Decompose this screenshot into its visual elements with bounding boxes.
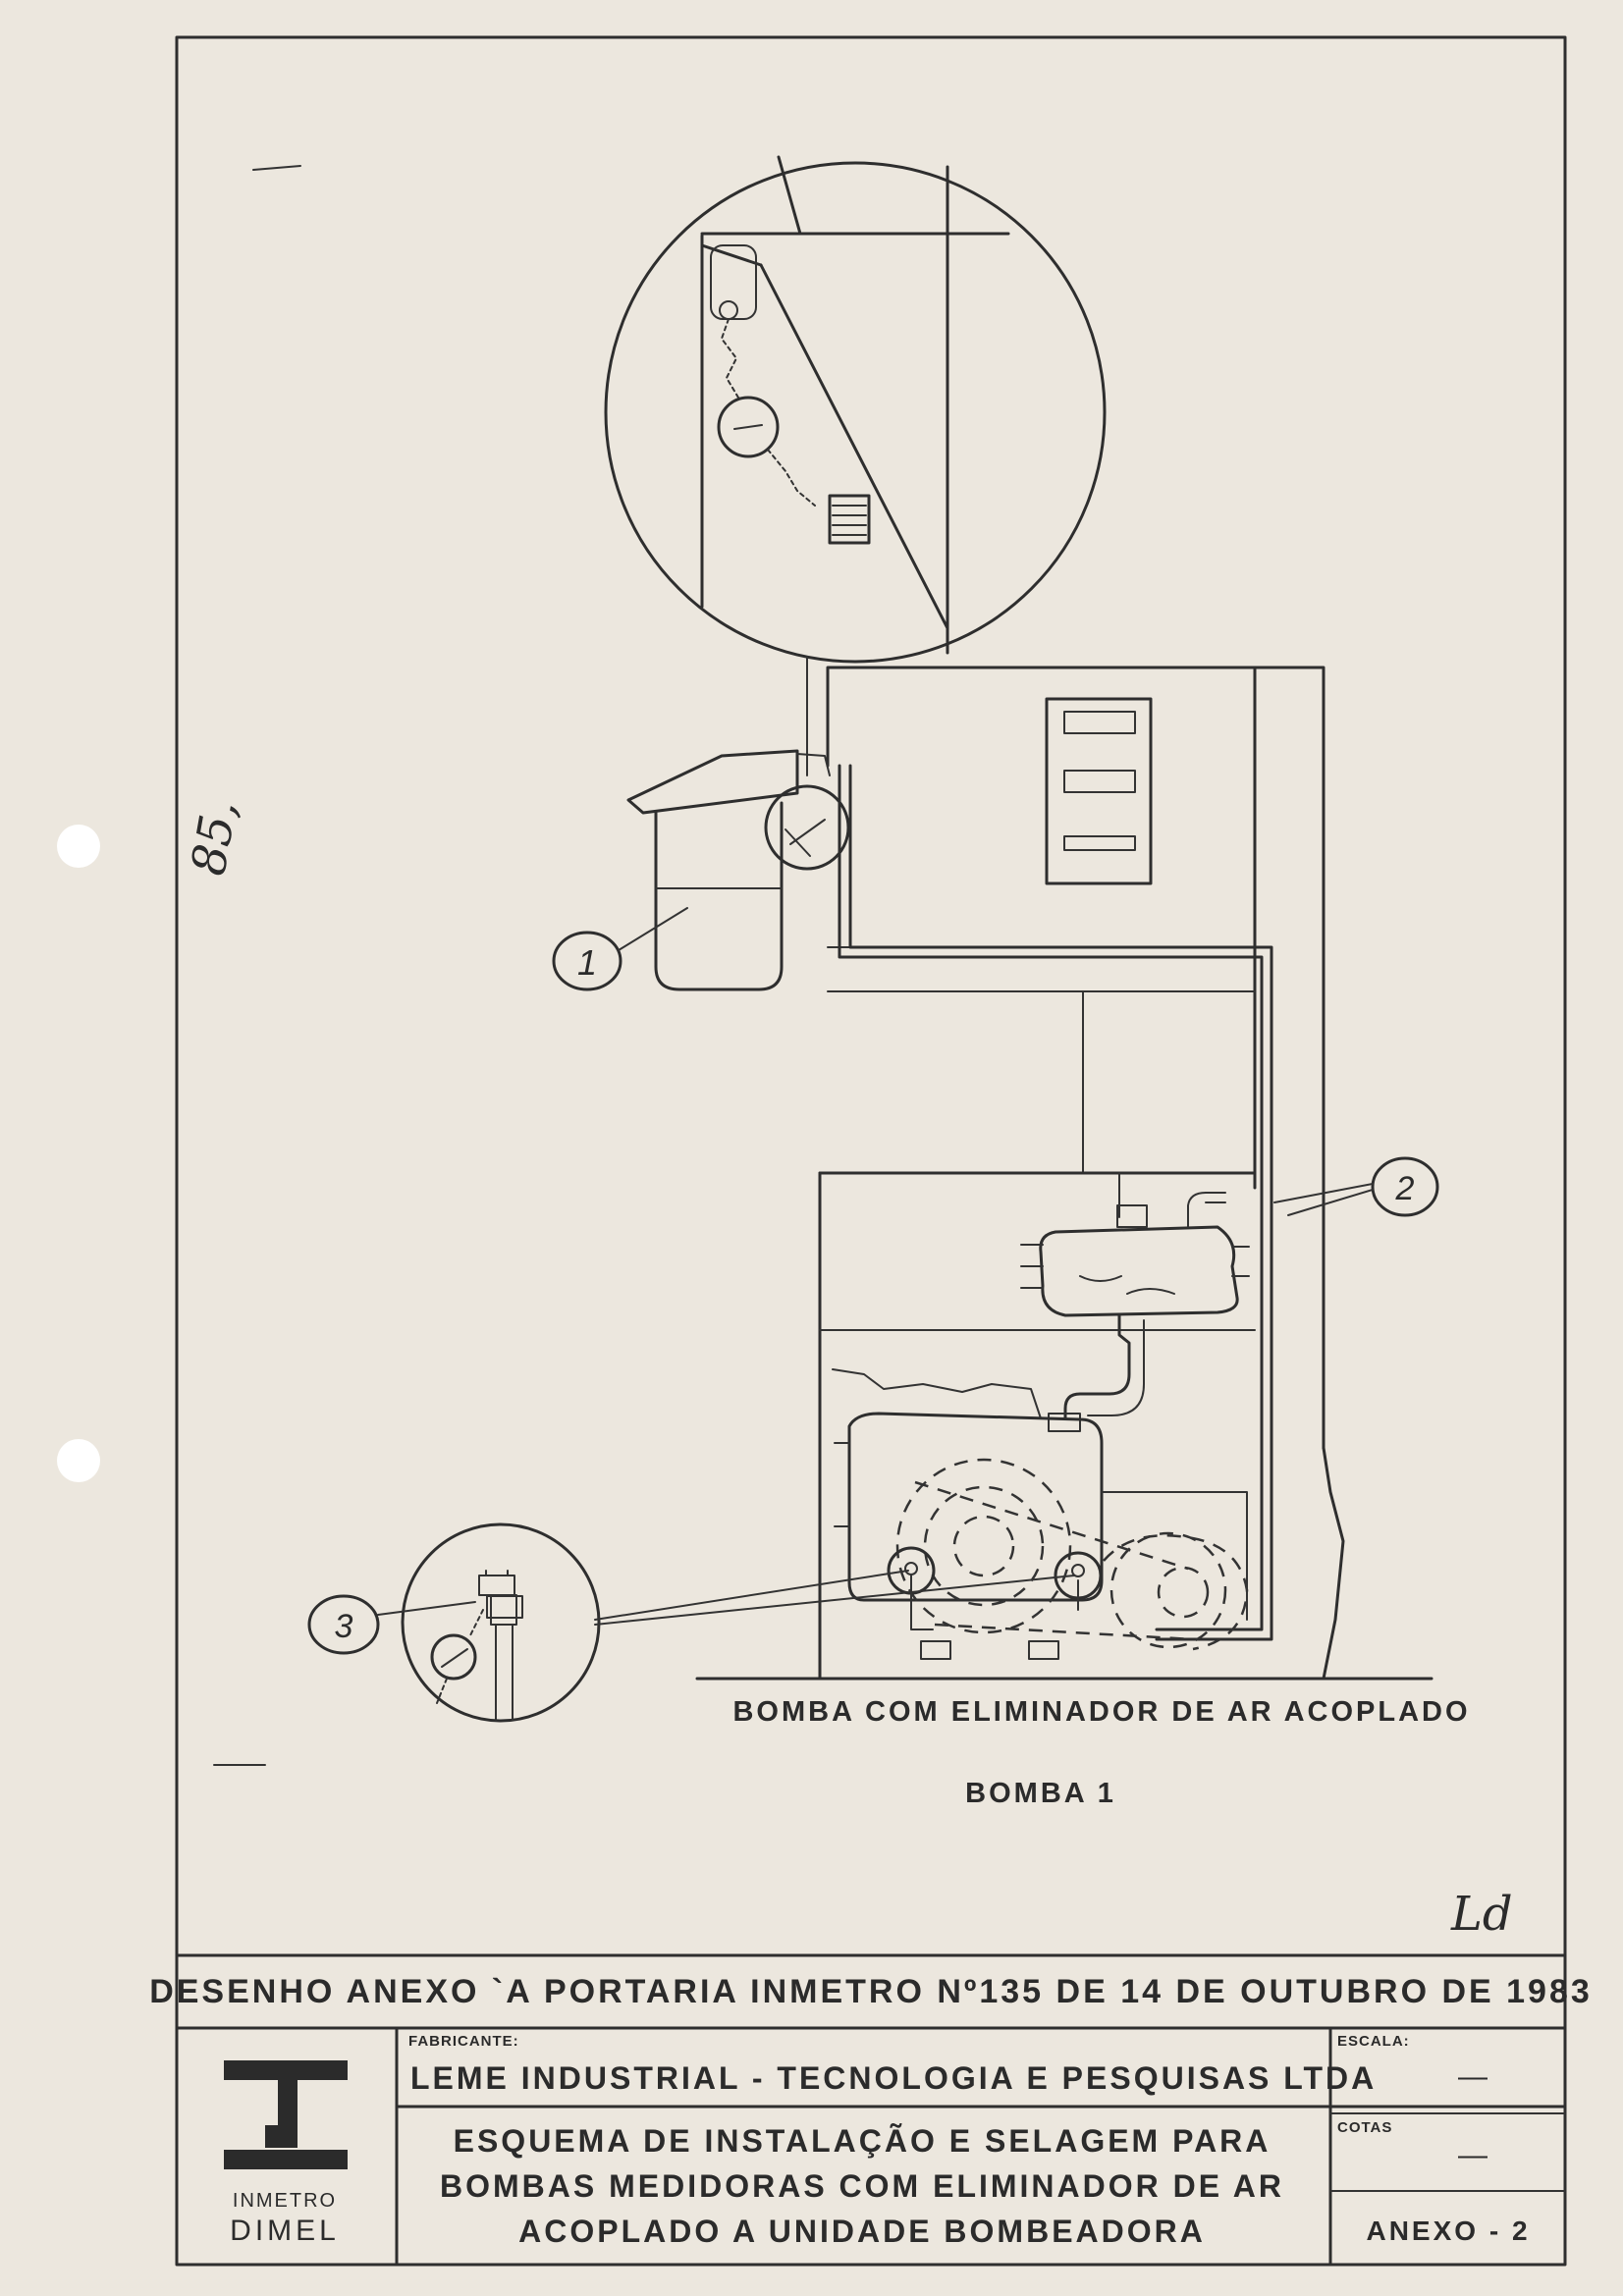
drawing-caption: BOMBA COM ELIMINADOR DE AR ACOPLADO xyxy=(732,1696,1470,1728)
seal-detail-nozzle xyxy=(764,784,850,871)
drawing-border xyxy=(175,35,1567,2267)
handwritten-note: 85, xyxy=(181,796,247,880)
seal-detail-top xyxy=(604,155,1107,776)
callout-3: 3 xyxy=(307,1594,476,1655)
scale-label: ESCALA: xyxy=(1337,2033,1410,2050)
drawing-title-line-3: ACOPLADO A UNIDADE BOMBEADORA xyxy=(518,2214,1206,2249)
dims-label: COTAS xyxy=(1337,2119,1392,2136)
sheet-id: ANEXO - 2 xyxy=(1366,2216,1530,2246)
drawing-title-line-1: ESQUEMA DE INSTALAÇÃO E SELAGEM PARA xyxy=(454,2123,1271,2159)
svg-text:2: 2 xyxy=(1395,1170,1415,1207)
title-block-header: DESENHO ANEXO `A PORTARIA INMETRO Nº135 … xyxy=(149,1973,1593,2010)
callout-2: 2 xyxy=(1273,1156,1439,1217)
scale-value: — xyxy=(1458,2060,1488,2093)
nozzle-holster xyxy=(626,749,850,991)
manufacturer-name: LEME INDUSTRIAL - TECNOLOGIA E PESQUISAS… xyxy=(410,2060,1377,2096)
display-panel xyxy=(1045,697,1153,885)
dims-value: — xyxy=(1458,2139,1488,2171)
margin-mark xyxy=(252,165,301,171)
logo-text-inmetro: INMETRO xyxy=(233,2190,337,2212)
logo-text-dimel: DIMEL xyxy=(230,2215,340,2247)
svg-text:1: 1 xyxy=(577,942,597,983)
punch-hole-bottom xyxy=(57,1439,100,1482)
handwritten-signature: Ld xyxy=(1450,1887,1513,1942)
callout-1: 1 xyxy=(552,907,688,991)
svg-text:3: 3 xyxy=(335,1608,353,1645)
pump-housing xyxy=(695,666,1434,1681)
air-eliminator xyxy=(1020,1192,1250,1432)
manufacturer-label: FABRICANTE: xyxy=(408,2033,519,2050)
pump-unit xyxy=(832,1368,1249,1660)
punch-hole-top xyxy=(57,825,100,868)
seal-detail-bottom xyxy=(401,1522,1075,1723)
drawing-subcaption: BOMBA 1 xyxy=(965,1778,1116,1809)
drawing-title-line-2: BOMBAS MEDIDORAS COM ELIMINADOR DE AR xyxy=(440,2168,1284,2204)
air-eliminator-pipe xyxy=(838,764,1273,1641)
title-block: DESENHO ANEXO `A PORTARIA INMETRO Nº135 … xyxy=(149,1953,1593,2267)
inmetro-logo xyxy=(224,2060,348,2169)
